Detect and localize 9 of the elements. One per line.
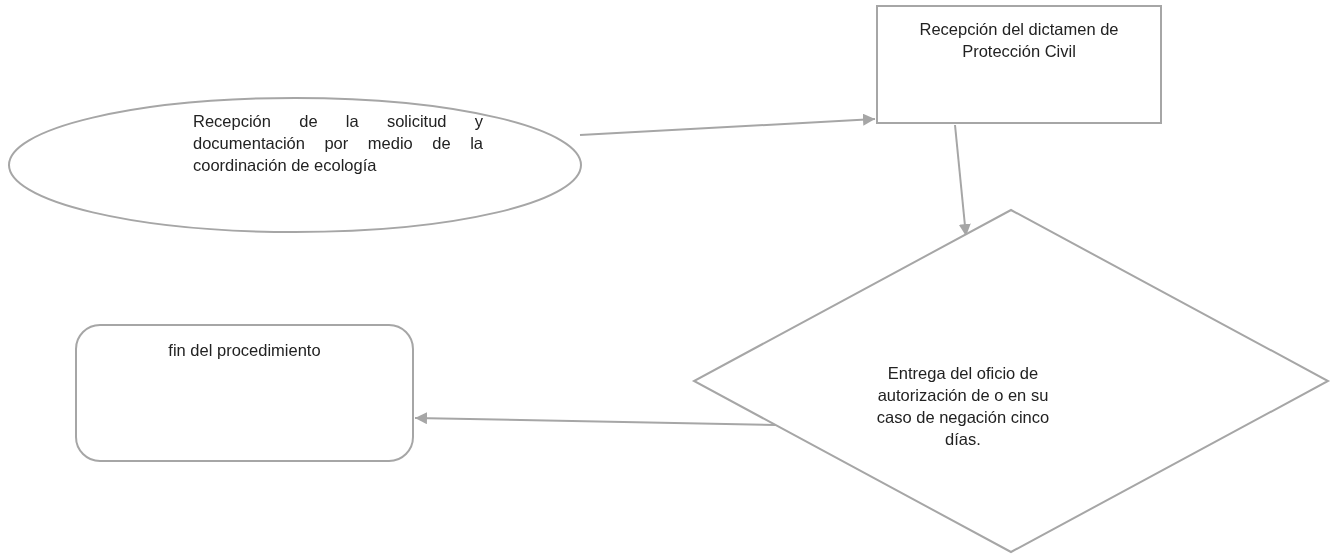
- process-box: [876, 5, 1162, 124]
- start-ellipse: [8, 97, 582, 233]
- decision-diamond: [693, 209, 1329, 553]
- arrow: [579, 113, 876, 136]
- node-label: fin del procedimiento: [167, 340, 322, 361]
- node-label: Recepción de la solicitud y documentación por medio de la coordinación de ecología: [193, 111, 483, 176]
- end-rounded-box: [75, 324, 414, 462]
- node-label: Entrega del oficio de autorización de o en su caso de negación cinco días.: [875, 363, 1051, 450]
- node-label: Recepción del dictamen de Protección Civil: [918, 19, 1120, 62]
